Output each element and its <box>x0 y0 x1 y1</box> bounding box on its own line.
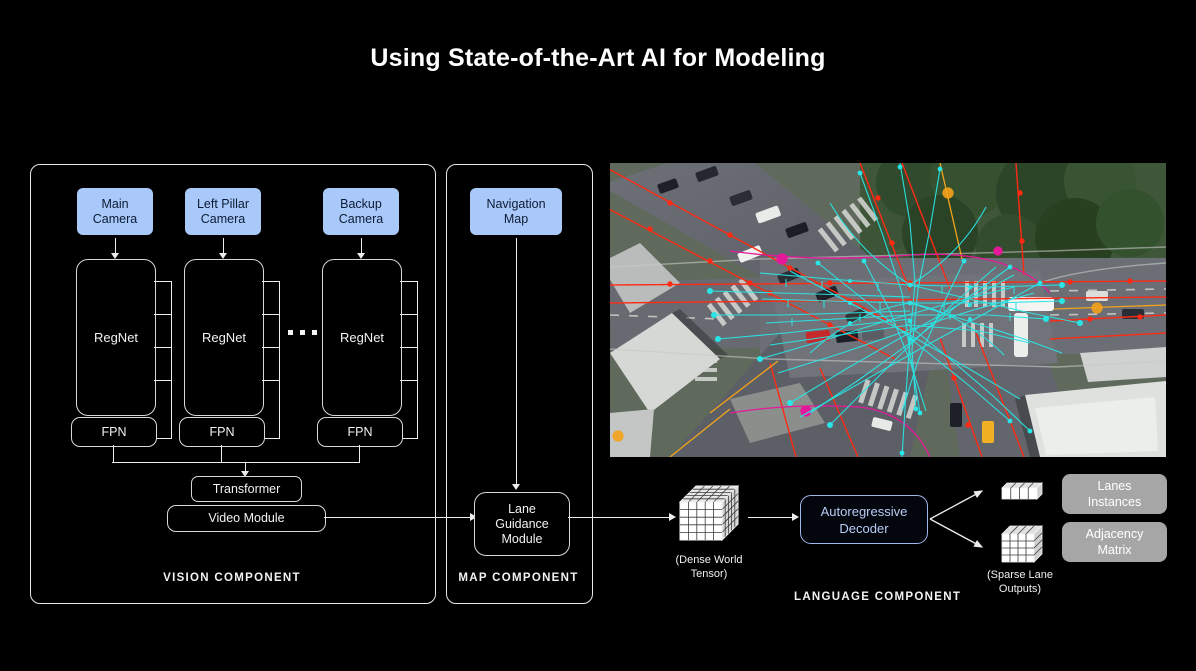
decoder-output-fork <box>929 490 984 548</box>
regnet1-to-fpn-line <box>149 438 172 440</box>
regnet3-to-fpn-line <box>395 438 418 440</box>
fpn2-drop <box>220 445 222 463</box>
backup-camera-connector <box>360 238 362 255</box>
navmap-to-lane-arrowhead <box>512 484 520 490</box>
fpn-box-1[interactable]: FPN <box>71 417 157 447</box>
language-component-label: LANGUAGE COMPONENT <box>794 591 962 603</box>
page-title: Using State-of-the-Art AI for Modeling <box>370 44 826 72</box>
regnet-box-1[interactable]: RegNet <box>76 259 156 416</box>
map-to-tensor-arrowhead <box>669 513 676 521</box>
map-to-tensor-line <box>568 517 671 519</box>
tensor-to-decoder-arrowhead <box>792 513 799 521</box>
regnet-label-3: RegNet <box>339 330 385 345</box>
regnet1-tap-4 <box>154 380 172 382</box>
fpn1-drop <box>112 445 114 463</box>
vision-component-label: VISION COMPONENT <box>163 572 301 584</box>
regnet3-bracket-spine <box>417 281 419 439</box>
transformer-label: Transformer <box>212 481 281 496</box>
regnet2-tap-1 <box>262 281 280 283</box>
regnet2-tap-4 <box>262 380 280 382</box>
dense-world-tensor-icon <box>678 484 740 542</box>
left-pillar-camera-arrowhead <box>219 253 227 259</box>
regnet-box-2[interactable]: RegNet <box>184 259 264 416</box>
regnet-box-3[interactable]: RegNet <box>322 259 402 416</box>
navmap-to-lane-line <box>515 238 517 486</box>
regnet2-tap-3 <box>262 347 280 349</box>
transformer-box[interactable]: Transformer <box>191 476 302 502</box>
fpn-label-2: FPN <box>209 424 235 439</box>
fpn-box-2[interactable]: FPN <box>179 417 265 447</box>
fpn3-drop <box>358 445 360 463</box>
regnet-label-1: RegNet <box>93 330 139 345</box>
regnet2-to-fpn-line <box>257 438 280 440</box>
regnet-label-2: RegNet <box>201 330 247 345</box>
main-camera-arrowhead <box>111 253 119 259</box>
regnet1-tap-1 <box>154 281 172 283</box>
regnet3-tap-2 <box>400 314 418 316</box>
regnet1-tap-3 <box>154 347 172 349</box>
fpn-label-1: FPN <box>101 424 127 439</box>
regnet2-bracket-spine <box>279 281 281 439</box>
regnet3-tap-1 <box>400 281 418 283</box>
transformer-feed-arrowhead <box>241 471 249 477</box>
regnet1-tap-2 <box>154 314 172 316</box>
regnet-ellipsis <box>288 330 317 335</box>
regnet3-tap-3 <box>400 347 418 349</box>
transformer-feed-line <box>244 462 246 473</box>
left-pillar-camera-connector <box>222 238 224 255</box>
fpn-merge-bus <box>112 462 359 464</box>
map-component-panel <box>446 164 593 604</box>
regnet2-tap-2 <box>262 314 280 316</box>
backup-camera-arrowhead <box>357 253 365 259</box>
aerial-map-visualization <box>610 163 1166 457</box>
video-module-label: Video Module <box>208 511 285 525</box>
main-camera-connector <box>114 238 116 255</box>
vision-to-map-line <box>324 517 472 519</box>
adjacency-matrix-icon <box>1001 525 1043 563</box>
tensor-to-decoder-line <box>748 517 794 519</box>
fpn-box-3[interactable]: FPN <box>317 417 403 447</box>
map-component-label: MAP COMPONENT <box>458 572 579 584</box>
regnet3-tap-4 <box>400 380 418 382</box>
vision-to-map-arrowhead <box>470 513 477 521</box>
fpn-label-3: FPN <box>347 424 373 439</box>
vision-component-panel <box>30 164 436 604</box>
lanes-instances-icon <box>1001 482 1043 500</box>
regnet1-bracket-spine <box>171 281 173 439</box>
video-module-box[interactable]: Video Module <box>167 505 326 532</box>
